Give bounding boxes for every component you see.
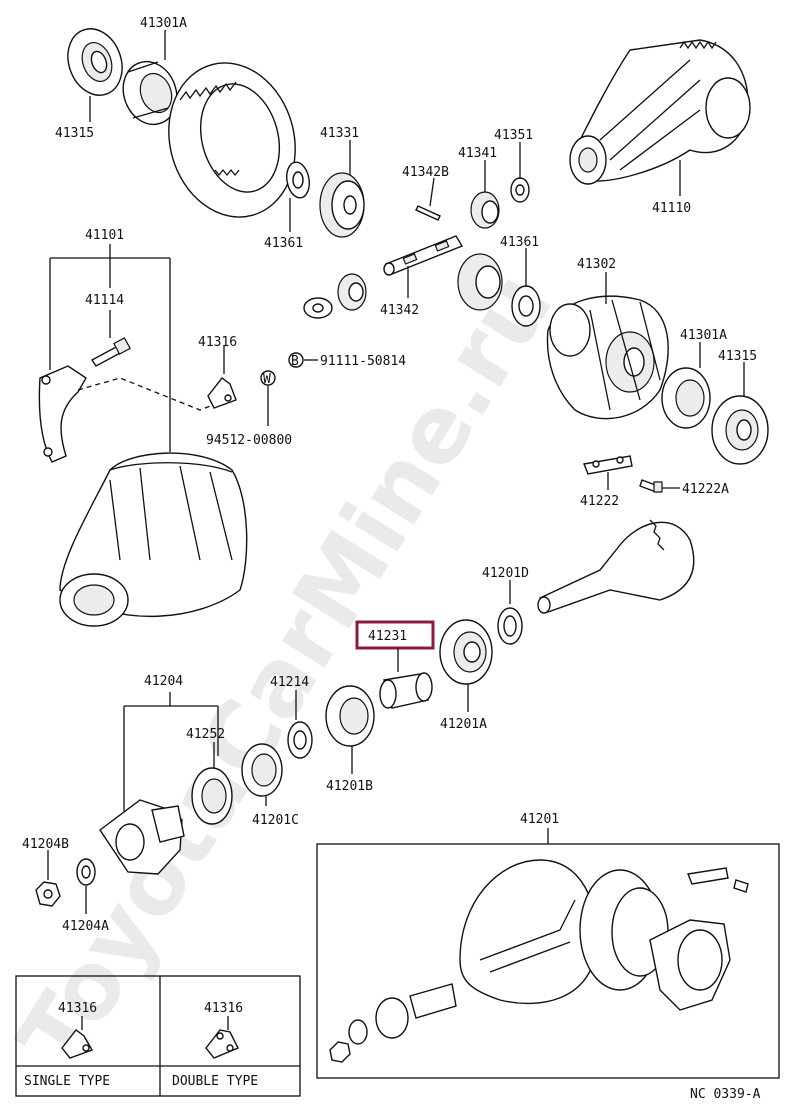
- shim-41214[interactable]: [287, 721, 313, 759]
- carrier-41110[interactable]: [569, 39, 751, 185]
- label-41201: 41201: [520, 812, 559, 827]
- oil-seal-41201C[interactable]: [241, 743, 283, 797]
- thrust-washer-41361-right[interactable]: [511, 285, 541, 327]
- pinion-gear-left[interactable]: [337, 273, 367, 311]
- single-type-label: SINGLE TYPE: [24, 1074, 110, 1089]
- label-41341: 41341: [458, 146, 497, 161]
- pinion-shaft-41342[interactable]: [383, 235, 464, 276]
- bolt-marker-icon: B: [291, 354, 299, 369]
- thrust-washer-small[interactable]: [303, 297, 333, 319]
- label-41204B: 41204B: [22, 837, 69, 852]
- pinion-gear-41341[interactable]: [470, 191, 500, 229]
- label-41101: 41101: [85, 228, 124, 243]
- label-41201C: 41201C: [252, 813, 299, 828]
- label-41231[interactable]: 41231: [368, 629, 407, 644]
- bearing-41301A-right[interactable]: [661, 367, 711, 429]
- label-41331: 41331: [320, 126, 359, 141]
- label-41214: 41214: [270, 675, 309, 690]
- label-41361-right: 41361: [500, 235, 539, 250]
- companion-flange-41204[interactable]: [99, 799, 185, 875]
- double-type-part-number: 41316: [204, 1001, 243, 1016]
- label-41201B: 41201B: [326, 779, 373, 794]
- label-41351: 41351: [494, 128, 533, 143]
- oil-seal-41315-top[interactable]: [59, 21, 131, 103]
- label-41316: 41316: [198, 335, 237, 350]
- assembly-41201-drawing[interactable]: [329, 859, 749, 1063]
- label-94512-00800: 94512-00800: [206, 433, 292, 448]
- bearing-41201B[interactable]: [325, 685, 375, 747]
- highlight-box-41231: [355, 620, 435, 650]
- label-41315-top: 41315: [55, 126, 94, 141]
- bearing-41301A-top[interactable]: [115, 54, 186, 132]
- flange-nut-41204B[interactable]: [35, 881, 61, 907]
- ring-gear[interactable]: [152, 49, 312, 232]
- thrust-washer-41361-left[interactable]: [284, 160, 312, 199]
- oil-seal-41315-right[interactable]: [711, 395, 769, 465]
- label-41201A: 41201A: [440, 717, 487, 732]
- label-41114: 41114: [85, 293, 124, 308]
- label-41110: 41110: [652, 201, 691, 216]
- lock-plate-41222[interactable]: [583, 455, 633, 475]
- label-41301A-right: 41301A: [680, 328, 727, 343]
- dust-deflector-41252[interactable]: [191, 767, 233, 825]
- pinion-washer-41351[interactable]: [510, 177, 530, 203]
- lock-bolt-41222A[interactable]: [639, 479, 663, 493]
- double-type-label: DOUBLE TYPE: [172, 1074, 258, 1089]
- drive-pinion[interactable]: [537, 519, 695, 614]
- case-bolt-41114[interactable]: [90, 337, 131, 367]
- label-41301A-top: 41301A: [140, 16, 187, 31]
- label-41201D: 41201D: [482, 566, 529, 581]
- label-41252: 41252: [186, 727, 225, 742]
- washer-41201D[interactable]: [497, 607, 523, 645]
- bolt-marker: B: [288, 352, 304, 369]
- pinion-shaft-pin-41342B[interactable]: [415, 205, 441, 221]
- spacer-41231[interactable]: [379, 672, 433, 709]
- label-41342: 41342: [380, 303, 419, 318]
- label-41361-left: 41361: [264, 236, 303, 251]
- diff-case-41302[interactable]: [546, 295, 669, 420]
- double-type-lock-icon: [205, 1029, 239, 1059]
- washer-marker-icon: W: [263, 372, 271, 387]
- label-41204: 41204: [144, 674, 183, 689]
- label-41342B: 41342B: [402, 165, 449, 180]
- label-41302: 41302: [577, 257, 616, 272]
- label-41315-right: 41315: [718, 349, 757, 364]
- label-41204A: 41204A: [62, 919, 109, 934]
- assembly-box-41201: [316, 843, 780, 1079]
- bearing-41201A[interactable]: [439, 619, 493, 685]
- type-legend-box: [15, 975, 301, 1097]
- bearing-cap[interactable]: [38, 365, 87, 463]
- adjusting-lock-41316[interactable]: [207, 377, 237, 409]
- diff-case-41101[interactable]: [59, 452, 248, 627]
- label-41222: 41222: [580, 494, 619, 509]
- reference-code: NC 0339-A: [690, 1087, 761, 1102]
- side-gear-right[interactable]: [457, 253, 503, 311]
- washer-marker: W: [260, 370, 276, 387]
- label-41222A: 41222A: [682, 482, 729, 497]
- single-type-lock-icon: [61, 1029, 94, 1059]
- washer-41204A[interactable]: [76, 858, 96, 886]
- single-type-part-number: 41316: [58, 1001, 97, 1016]
- side-gear-41331[interactable]: [319, 172, 365, 238]
- label-91111-50814: 91111-50814: [320, 354, 406, 369]
